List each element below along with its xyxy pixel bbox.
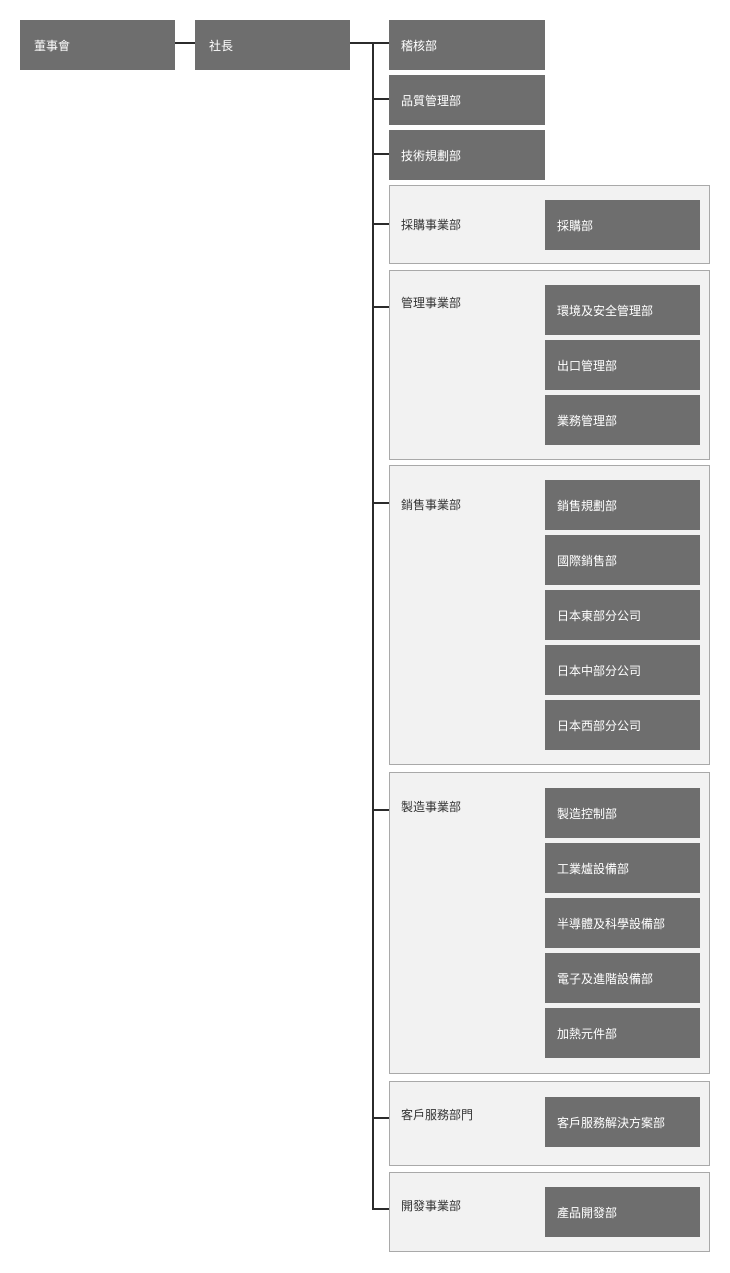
direct-department-label: 技術規劃部 xyxy=(401,148,462,163)
department-label: 半導體及科學設備部 xyxy=(557,916,666,931)
department-box: 銷售規劃部 xyxy=(545,480,700,530)
department-label: 國際銷售部 xyxy=(557,553,618,568)
department-box: 製造控制部 xyxy=(545,788,700,838)
department-box: 加熱元件部 xyxy=(545,1008,700,1058)
department-label: 電子及進階設備部 xyxy=(557,971,654,986)
direct-department-box: 品質管理部 xyxy=(389,75,545,125)
direct-department-label: 稽核部 xyxy=(401,38,438,53)
division-label: 銷售事業部 xyxy=(401,498,462,512)
president-box: 社長 xyxy=(195,20,350,70)
department-label: 環境及安全管理部 xyxy=(557,303,654,318)
president-trunk-connector xyxy=(350,42,389,44)
direct-dept-connector xyxy=(372,153,389,155)
division-connector xyxy=(372,306,389,308)
department-box: 電子及進階設備部 xyxy=(545,953,700,1003)
department-box: 日本中部分公司 xyxy=(545,645,700,695)
department-box: 環境及安全管理部 xyxy=(545,285,700,335)
division-label: 開發事業部 xyxy=(401,1199,462,1213)
division-label: 管理事業部 xyxy=(401,296,462,310)
board-president-connector xyxy=(175,42,195,44)
department-box: 日本西部分公司 xyxy=(545,700,700,750)
department-label: 工業爐設備部 xyxy=(557,861,630,876)
department-box: 客戶服務解決方案部 xyxy=(545,1097,700,1147)
department-box: 產品開發部 xyxy=(545,1187,700,1237)
department-label: 日本中部分公司 xyxy=(557,663,642,678)
division-label: 採購事業部 xyxy=(401,218,462,232)
vertical-trunk xyxy=(372,42,374,1210)
department-label: 業務管理部 xyxy=(557,413,618,428)
department-label: 日本東部分公司 xyxy=(557,608,642,623)
department-label: 出口管理部 xyxy=(557,358,618,373)
division-connector xyxy=(372,1208,389,1210)
direct-dept-connector xyxy=(372,98,389,100)
department-label: 日本西部分公司 xyxy=(557,718,642,733)
division-connector xyxy=(372,1117,389,1119)
department-box: 日本東部分公司 xyxy=(545,590,700,640)
direct-department-box: 技術規劃部 xyxy=(389,130,545,180)
department-label: 製造控制部 xyxy=(557,806,618,821)
division-label: 製造事業部 xyxy=(401,800,462,814)
division-label: 客戶服務部門 xyxy=(401,1108,474,1122)
department-label: 產品開發部 xyxy=(557,1205,618,1220)
department-box: 工業爐設備部 xyxy=(545,843,700,893)
direct-department-label: 品質管理部 xyxy=(401,93,462,108)
division-connector xyxy=(372,223,389,225)
direct-department-box: 稽核部 xyxy=(389,20,545,70)
department-label: 加熱元件部 xyxy=(557,1026,618,1041)
board-label: 董事會 xyxy=(34,39,71,53)
board-box: 董事會 xyxy=(20,20,175,70)
department-box: 半導體及科學設備部 xyxy=(545,898,700,948)
department-box: 業務管理部 xyxy=(545,395,700,445)
department-label: 銷售規劃部 xyxy=(557,498,618,513)
department-label: 客戶服務解決方案部 xyxy=(557,1115,666,1130)
department-label: 採購部 xyxy=(557,218,594,233)
division-connector xyxy=(372,502,389,504)
division-connector xyxy=(372,809,389,811)
president-label: 社長 xyxy=(209,39,234,53)
department-box: 出口管理部 xyxy=(545,340,700,390)
department-box: 採購部 xyxy=(545,200,700,250)
department-box: 國際銷售部 xyxy=(545,535,700,585)
